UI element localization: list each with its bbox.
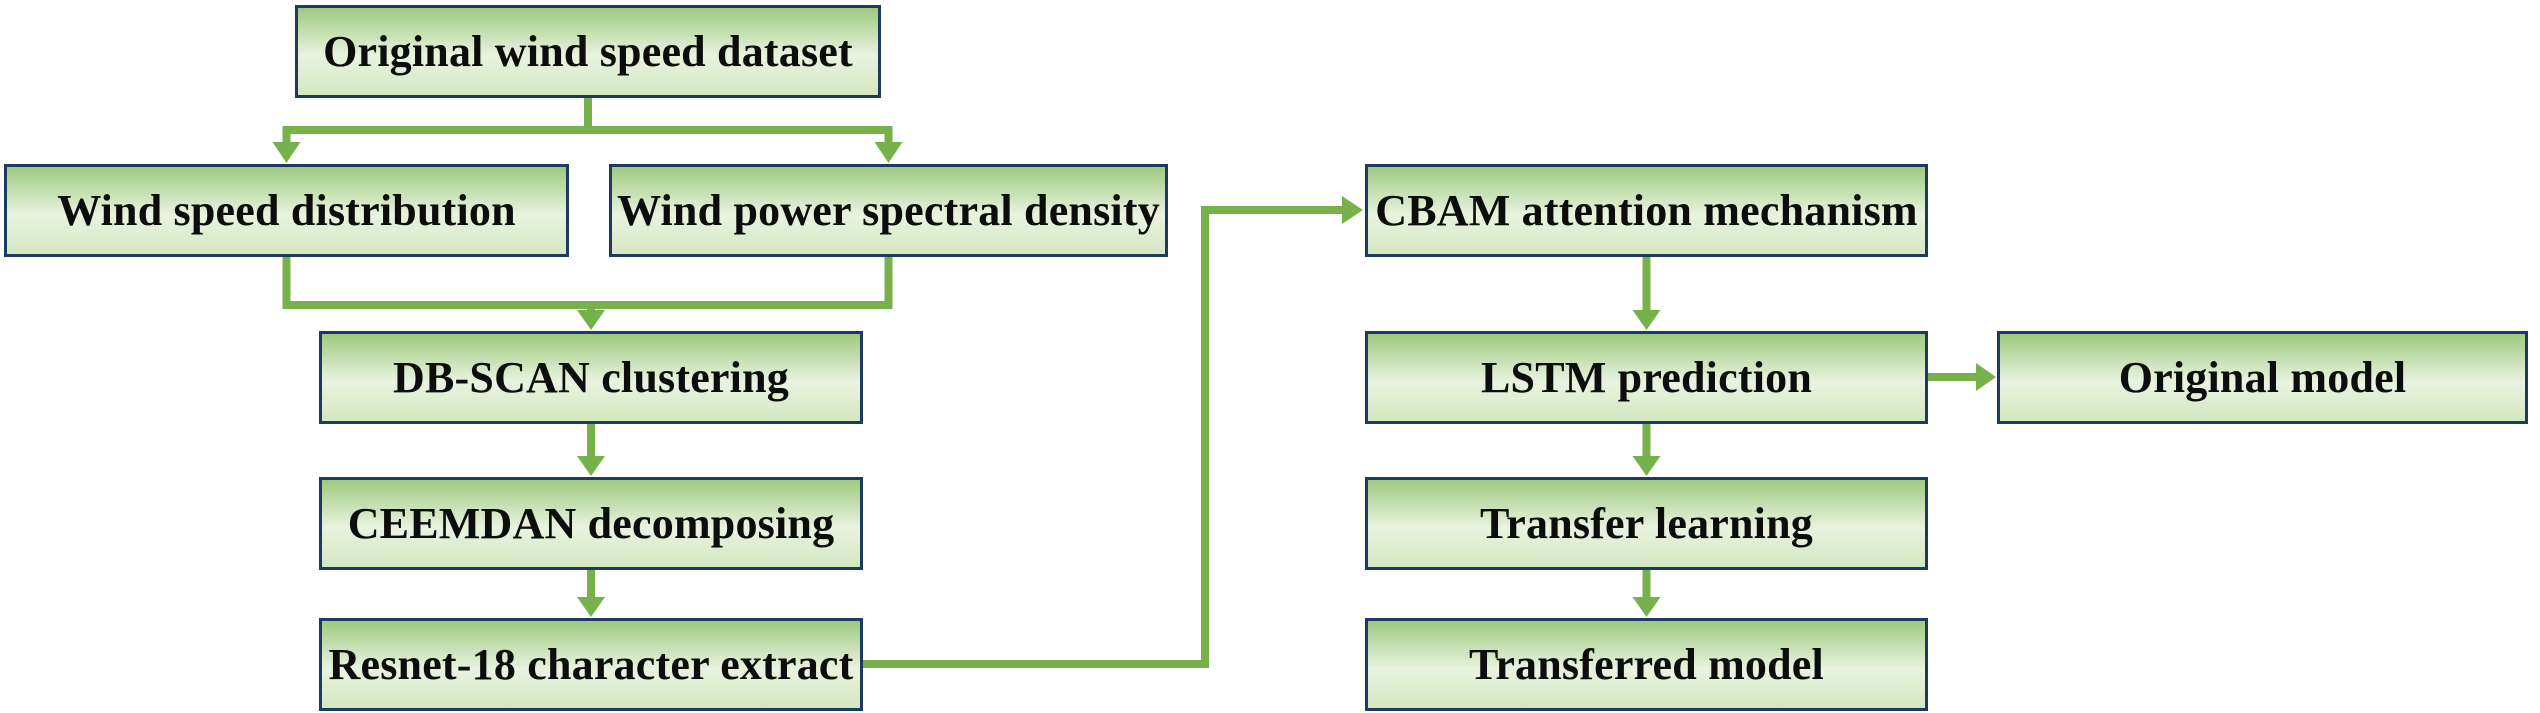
arrowhead-to-original-model xyxy=(1976,363,1996,391)
arrowhead-to-lstm xyxy=(1632,310,1661,330)
edge-dataset-split-bar xyxy=(282,126,893,148)
edge-branches-merge-bar xyxy=(282,257,893,309)
arrowhead-to-cbam xyxy=(1342,196,1363,224)
node-transferred-model: Transferred model xyxy=(1365,618,1928,711)
node-resnet18-character-extract: Resnet-18 character extract xyxy=(319,618,863,711)
arrowhead-to-transferred-model xyxy=(1632,597,1661,617)
node-cbam-attention-mechanism: CBAM attention mechanism xyxy=(1365,164,1928,257)
node-original-wind-speed-dataset: Original wind speed dataset xyxy=(295,5,881,98)
arrowhead-to-resnet xyxy=(577,597,605,617)
node-transfer-learning: Transfer learning xyxy=(1365,477,1928,570)
node-dbscan-clustering: DB-SCAN clustering xyxy=(319,331,863,424)
arrowhead-to-dbscan xyxy=(577,310,605,330)
arrowhead-to-wind-power-spectral-density xyxy=(874,142,903,163)
node-lstm-prediction: LSTM prediction xyxy=(1365,331,1928,424)
node-wind-power-spectral-density: Wind power spectral density xyxy=(609,164,1168,257)
arrowhead-to-ceemdan xyxy=(577,456,605,476)
edge-resnet-to-cbam xyxy=(863,206,1342,668)
node-ceemdan-decomposing: CEEMDAN decomposing xyxy=(319,477,863,570)
arrowhead-to-transfer-learning xyxy=(1632,456,1661,476)
node-original-model: Original model xyxy=(1997,331,2528,424)
arrowhead-to-wind-speed-distribution xyxy=(272,142,301,163)
node-wind-speed-distribution: Wind speed distribution xyxy=(4,164,569,257)
